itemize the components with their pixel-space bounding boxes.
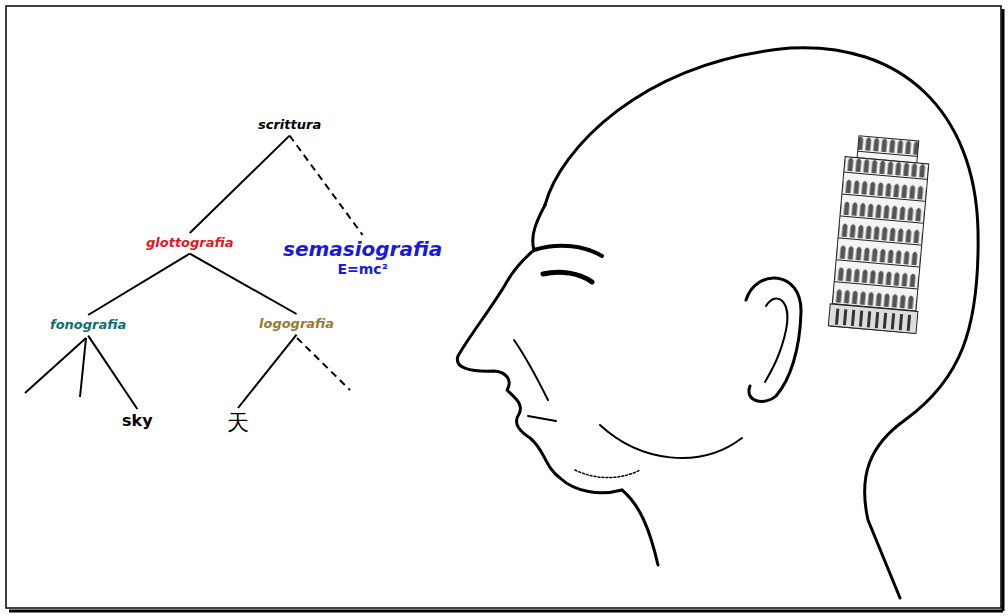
leaning-tower	[828, 135, 932, 334]
tree-branch-dashed	[297, 338, 350, 390]
tree-branch	[290, 136, 363, 235]
term-label: semasiografia	[283, 237, 442, 261]
term-label: logografia	[259, 316, 334, 332]
branch-term: semasiografiaE=mc²	[280, 236, 445, 279]
branch-term: logografia	[256, 315, 337, 333]
tree-branch	[190, 136, 290, 233]
tree-branch	[25, 338, 86, 393]
frame	[6, 6, 1001, 608]
tree-branch	[238, 335, 297, 408]
frame-shadow	[1002, 9, 1005, 611]
head-profile	[457, 48, 978, 598]
term-label: sky	[122, 411, 153, 430]
tree-branch	[88, 336, 137, 409]
root-term: scrittura	[255, 116, 324, 134]
term-label: 天	[227, 410, 249, 436]
example-formula: E=mc²	[283, 261, 442, 278]
frame-shadow	[9, 610, 1003, 613]
tree-branch	[80, 338, 86, 397]
term-label: glottografia	[146, 235, 234, 251]
tree-branch	[88, 254, 190, 315]
branch-term: fonografia	[47, 316, 129, 334]
tree-branch	[190, 254, 297, 314]
branch-term: glottografia	[143, 234, 237, 252]
example-character: 天	[224, 409, 252, 437]
term-label: scrittura	[258, 117, 321, 133]
term-label: fonografia	[50, 317, 126, 333]
example-word: sky	[119, 410, 156, 431]
